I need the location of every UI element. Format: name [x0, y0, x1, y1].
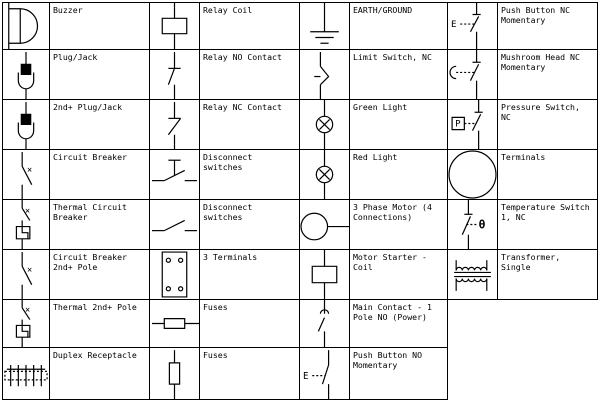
symbol-label: Disconnect switches [200, 200, 300, 250]
buzzer-icon [2, 2, 50, 50]
disconnect-switch-2-icon [150, 200, 200, 250]
electrical-symbols-table: Buzzer Relay Coil EARTH/GROUND E Push Bu… [2, 2, 598, 400]
symbol-label: EARTH/GROUND [350, 2, 448, 50]
limit-switch-nc-icon [300, 50, 350, 100]
symbol-label: Buzzer [50, 2, 150, 50]
red-light-icon [300, 150, 350, 200]
disconnect-switch-icon [150, 150, 200, 200]
fuse-horizontal-icon [150, 300, 200, 348]
symbol-label: Mushroom Head NC Momentary [498, 50, 598, 100]
main-contact-icon [300, 300, 350, 348]
symbol-label: Relay NC Contact [200, 100, 300, 150]
transformer-single-icon [448, 250, 498, 300]
duplex-receptacle-icon [2, 348, 50, 400]
symbol-label: Transformer, Single [498, 250, 598, 300]
symbol-label: Plug/Jack [50, 50, 150, 100]
svg-text:×: × [27, 165, 32, 175]
pressure-switch-nc-icon: P [448, 100, 498, 150]
terminals-icon [448, 150, 498, 200]
push-mark: E [303, 371, 309, 382]
symbol-label: Terminals [498, 150, 598, 200]
earth-ground-icon [300, 2, 350, 50]
symbol-label: Fuses [200, 348, 300, 400]
symbol-label: 3 Phase Motor (4 Connections) [350, 200, 448, 250]
plug-jack-icon [2, 50, 50, 100]
push-button-nc-icon: E [448, 2, 498, 50]
fuse-vertical-icon [150, 348, 200, 400]
symbol-label: Pressure Switch, NC [498, 100, 598, 150]
symbol-label: Push Button NO Momentary [350, 348, 448, 400]
svg-text:×: × [27, 265, 32, 275]
motor-starter-coil-icon [300, 250, 350, 300]
symbol-label: Circuit Breaker [50, 150, 150, 200]
plug-jack-2nd-icon [2, 100, 50, 150]
relay-coil-icon [150, 2, 200, 50]
symbol-label: Motor Starter - Coil [350, 250, 448, 300]
symbol-label: Circuit Breaker 2nd+ Pole [50, 250, 150, 300]
symbol-label: Thermal Circuit Breaker [50, 200, 150, 250]
symbol-label: Limit Switch, NC [350, 50, 448, 100]
thermal-circuit-breaker-icon: × [2, 200, 50, 250]
symbol-label: 2nd+ Plug/Jack [50, 100, 150, 150]
svg-text:θ: θ [479, 219, 486, 232]
temperature-switch-nc-icon: θ [448, 200, 498, 250]
symbol-label: Temperature Switch 1, NC [498, 200, 598, 250]
svg-text:×: × [25, 306, 30, 316]
green-light-icon [300, 100, 350, 150]
three-terminals-icon [150, 250, 200, 300]
circuit-breaker-2nd-pole-icon: × [2, 250, 50, 300]
symbol-label: Relay NO Contact [200, 50, 300, 100]
symbol-label: Fuses [200, 300, 300, 348]
circuit-breaker-icon: × [2, 150, 50, 200]
symbol-label: Red Light [350, 150, 448, 200]
svg-text:×: × [25, 206, 30, 216]
symbol-label: Thermal 2nd+ Pole [50, 300, 150, 348]
thermal-2nd-pole-icon: × [2, 300, 50, 348]
symbol-label: Push Button NC Momentary [498, 2, 598, 50]
symbol-label: Green Light [350, 100, 448, 150]
mushroom-head-nc-icon [448, 50, 498, 100]
relay-no-contact-icon [150, 50, 200, 100]
svg-text:E: E [451, 20, 457, 30]
svg-text:P: P [455, 119, 461, 130]
symbol-label: Disconnect switches [200, 150, 300, 200]
relay-nc-contact-icon [150, 100, 200, 150]
symbol-label: Duplex Receptacle [50, 348, 150, 400]
symbol-label: Main Contact - 1 Pole NO (Power) [350, 300, 448, 348]
symbol-label: Relay Coil [200, 2, 300, 50]
push-button-no-icon: E [300, 348, 350, 400]
symbol-label: 3 Terminals [200, 250, 300, 300]
three-phase-motor-icon [300, 200, 350, 250]
